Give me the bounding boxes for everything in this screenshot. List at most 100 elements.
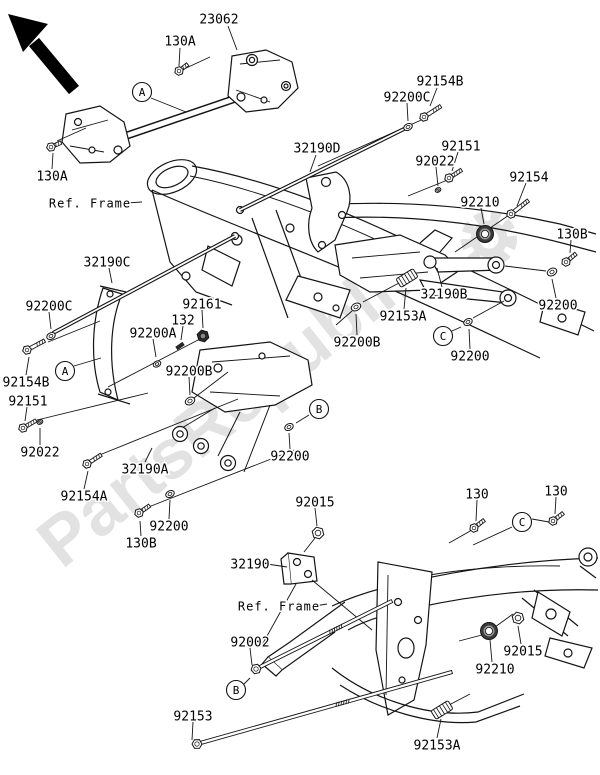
part-label-23062: 23062 bbox=[198, 11, 240, 51]
washer-92200b-right bbox=[350, 302, 362, 312]
bolt-130a-left bbox=[46, 140, 63, 152]
part-label-92200: 92200 bbox=[449, 328, 491, 366]
part-number-text: 32190B bbox=[421, 288, 468, 303]
part-label-32190B: 32190B bbox=[419, 267, 469, 304]
part-label-92200B: 92200B bbox=[164, 363, 214, 396]
part-number-text: 92200 bbox=[270, 450, 309, 465]
part-label-130: 130 bbox=[543, 483, 569, 515]
part-label-92200: 92200 bbox=[269, 432, 311, 466]
part-label-92154: 92154 bbox=[508, 169, 550, 207]
part-label-92154B: 92154B bbox=[1, 356, 51, 392]
part-label-92154A: 92154A bbox=[59, 470, 109, 506]
washer-92200-mid bbox=[284, 422, 294, 432]
callout-letter: A bbox=[62, 365, 69, 378]
part-number-text: 92210 bbox=[475, 663, 514, 678]
part-label-92210: 92210 bbox=[459, 194, 501, 225]
part-number-text: 92022 bbox=[20, 446, 59, 461]
part-number-text: 92015 bbox=[295, 496, 334, 511]
part-label-92200B: 92200B bbox=[332, 313, 382, 352]
washer-92022-right bbox=[434, 187, 442, 193]
bolt-92154b-left bbox=[22, 338, 47, 355]
part-label-92200: 92200 bbox=[148, 499, 190, 536]
nut-92161 bbox=[196, 329, 210, 343]
part-number-text: 92153A bbox=[414, 739, 461, 754]
part-number-text: 130 bbox=[544, 485, 567, 500]
part-label-32190D: 32190D bbox=[292, 140, 342, 173]
callout-C: C bbox=[432, 325, 462, 347]
part-number-text: 32190A bbox=[122, 463, 169, 478]
part-label-130B: 130B bbox=[124, 520, 158, 553]
callout-B: B bbox=[295, 398, 330, 424]
part-number-text: 92154A bbox=[61, 490, 108, 505]
part-number-text: 92210 bbox=[460, 196, 499, 211]
washer-92022-left bbox=[36, 419, 44, 425]
part-label-130A: 130A bbox=[35, 152, 69, 186]
callout-letter: B bbox=[233, 684, 240, 697]
part-label-92200A: 92200A bbox=[128, 325, 178, 358]
part-number-text: 92154B bbox=[417, 75, 464, 90]
part-number-text: 92153A bbox=[380, 310, 427, 325]
part-label-32190: 32190 bbox=[229, 556, 288, 574]
part-number-text: 92200 bbox=[538, 299, 577, 314]
bolt-130a-top bbox=[174, 62, 190, 76]
part-number-text: 92154 bbox=[509, 171, 548, 186]
callout-A: A bbox=[131, 81, 187, 113]
part-number-text: 92200 bbox=[450, 350, 489, 365]
part-number-text: 92022 bbox=[415, 155, 454, 170]
part-number-text: 32190 bbox=[230, 558, 269, 573]
part-number-text: 92151 bbox=[8, 395, 47, 410]
callout-B: B bbox=[225, 677, 251, 701]
nut-92015-mid bbox=[311, 526, 325, 540]
part-label-92154B: 92154B bbox=[415, 73, 465, 107]
bolt-130b-right bbox=[561, 251, 578, 267]
callout-letter: B bbox=[316, 403, 323, 416]
part-label-92151: 92151 bbox=[7, 393, 49, 422]
part-number-text: 92002 bbox=[230, 636, 269, 651]
bolt-92154-right bbox=[506, 198, 531, 219]
fasteners bbox=[18, 62, 578, 749]
part-label-130: 130 bbox=[464, 486, 490, 522]
washer-92200b-left bbox=[184, 396, 196, 406]
upper-frame bbox=[146, 159, 597, 359]
callout-letter: A bbox=[139, 86, 146, 99]
part-number-text: 130A bbox=[164, 35, 195, 50]
bracket-32190b bbox=[334, 234, 517, 307]
part-number-text: 23062 bbox=[199, 13, 238, 28]
part-number-text: 130B bbox=[556, 228, 587, 243]
part-label-32190C: 32190C bbox=[82, 254, 132, 284]
pin-132 bbox=[175, 341, 185, 351]
part-number-text: 130 bbox=[465, 488, 488, 503]
axis-lines bbox=[32, 56, 547, 706]
part-label-92161: 92161 bbox=[181, 296, 223, 329]
orientation-arrow-icon bbox=[8, 14, 79, 95]
bolt-92151-left bbox=[18, 418, 38, 433]
part-number-text: 130B bbox=[125, 537, 156, 552]
part-label-92022: 92022 bbox=[19, 428, 61, 462]
callouts: A A B B C C bbox=[54, 81, 550, 701]
callout-letter: C bbox=[519, 516, 526, 529]
washer-92200c-top bbox=[403, 122, 413, 132]
part-label-92200C: 92200C bbox=[382, 89, 432, 122]
collar-92210-top bbox=[476, 225, 494, 243]
bolt-130-mid bbox=[469, 517, 486, 533]
part-number-text: 92151 bbox=[441, 140, 480, 155]
part-label-92210: 92210 bbox=[474, 639, 516, 679]
bracket-32190d bbox=[305, 171, 351, 253]
ref-frame-label: Ref. Frame bbox=[236, 598, 328, 615]
part-label-130B: 130B bbox=[555, 226, 589, 254]
part-label-92015: 92015 bbox=[502, 625, 544, 661]
bolt-130-right bbox=[548, 510, 565, 526]
part-number-text: 92161 bbox=[182, 298, 221, 313]
washer-92200a bbox=[152, 360, 162, 368]
through-bolt-rods bbox=[52, 127, 405, 335]
part-label-92015: 92015 bbox=[294, 494, 336, 527]
part-label-92002: 92002 bbox=[229, 634, 271, 666]
part-number-text: 130A bbox=[36, 170, 67, 185]
collar-92210-bottom bbox=[480, 622, 498, 640]
part-number-text: 132 bbox=[171, 314, 194, 329]
bolt-92151-right bbox=[444, 167, 464, 183]
part-label-92151: 92151 bbox=[440, 138, 482, 172]
part-number-text: 92200 bbox=[149, 520, 188, 535]
part-number-text: 92153 bbox=[173, 710, 212, 725]
